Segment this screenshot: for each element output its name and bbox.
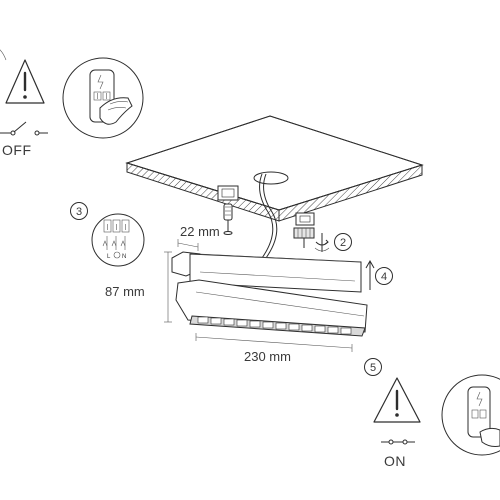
step-2-badge	[334, 233, 352, 251]
switch-on-icon	[381, 439, 415, 445]
terminal-block-icon	[91, 213, 145, 267]
mounting-bracket-left	[217, 185, 239, 201]
height-dimension-label: 87 mm	[105, 284, 145, 299]
switch-off-icon	[0, 121, 48, 136]
breaker-on-hand-icon	[441, 374, 500, 456]
breaker-off-hand-icon	[62, 57, 144, 139]
height-dimension-line	[164, 251, 172, 323]
step-4-number: 4	[381, 271, 387, 283]
on-label: ON	[384, 453, 406, 469]
power-cable	[259, 173, 278, 259]
terminal-live-label: L	[107, 254, 111, 260]
width-dimension-label: 22 mm	[180, 224, 220, 239]
width-dimension-line	[177, 239, 199, 251]
rotate-arrow-icon	[314, 233, 330, 252]
ceiling-panel	[125, 115, 424, 222]
step-5-number: 5	[370, 362, 376, 374]
track-light-fixture	[171, 251, 368, 337]
led-cells	[197, 316, 352, 335]
step1-warning-icon	[0, 49, 45, 104]
step-2-number: 2	[340, 237, 346, 249]
step5-warning-icon	[373, 377, 421, 423]
up-arrow-icon	[365, 259, 375, 290]
step-3-number: 3	[76, 206, 82, 218]
step-5-badge	[364, 358, 382, 376]
length-dimension-label: 230 mm	[244, 349, 291, 364]
step-3-badge	[70, 202, 88, 220]
step-4-badge	[375, 267, 393, 285]
screwdriver-icon	[223, 203, 233, 235]
off-label: OFF	[2, 142, 32, 158]
length-dimension-line	[195, 333, 353, 352]
terminal-neutral-label: N	[122, 254, 126, 260]
mounting-bracket-right	[293, 212, 315, 248]
